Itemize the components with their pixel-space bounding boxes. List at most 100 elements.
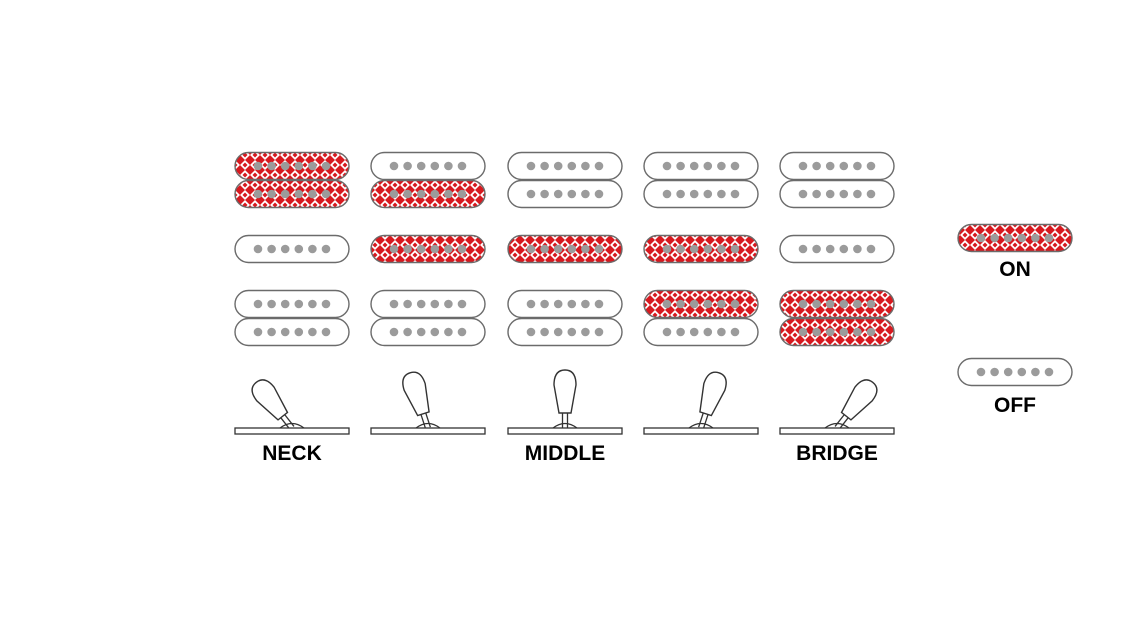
selector-switch (643, 371, 759, 435)
pole-piece (267, 327, 276, 337)
pole-piece (976, 233, 986, 243)
pole-piece (798, 189, 808, 199)
pole-piece (853, 161, 862, 171)
pole-piece (703, 299, 713, 309)
pole-piece (389, 244, 399, 254)
neck-coil-top (370, 151, 486, 181)
pole-piece (526, 189, 536, 199)
pole-piece (594, 327, 604, 337)
pole-piece (416, 299, 426, 309)
pole-piece (839, 161, 849, 171)
pole-piece (416, 189, 426, 199)
switch-tip (553, 369, 577, 414)
pole-piece (812, 161, 821, 171)
bridge-humbucker (234, 289, 350, 347)
pole-piece (676, 189, 685, 199)
pole-piece (253, 161, 263, 171)
pole-piece (444, 244, 453, 254)
pole-piece (457, 244, 467, 254)
pole-piece (1003, 233, 1013, 243)
middle-single-coil (643, 234, 759, 264)
pole-piece (662, 244, 672, 254)
pole-piece (267, 299, 276, 309)
pole-piece (267, 189, 276, 199)
pole-piece (416, 327, 426, 337)
pole-piece (730, 299, 740, 309)
pole-piece (798, 299, 808, 309)
pole-piece (294, 161, 304, 171)
pole-piece (703, 244, 713, 254)
pole-piece (812, 327, 821, 337)
pole-piece (444, 299, 453, 309)
bridge-coil-bottom (370, 317, 486, 347)
coil-off (643, 179, 759, 209)
pole-piece (689, 327, 699, 337)
switch-lever (402, 371, 431, 429)
pole-piece (567, 244, 577, 254)
pole-piece (594, 244, 604, 254)
switch-tip (840, 379, 878, 421)
pole-piece (526, 299, 536, 309)
pole-piece (866, 244, 876, 254)
selector-switch (507, 369, 623, 435)
pole-piece (253, 299, 263, 309)
pole-piece (689, 189, 699, 199)
pole-piece (430, 299, 440, 309)
pole-piece (321, 161, 331, 171)
pole-piece (389, 189, 399, 199)
coil-off (370, 289, 486, 319)
coil-off (234, 234, 350, 264)
pole-piece (526, 161, 536, 171)
pole-piece (294, 189, 304, 199)
pole-piece (730, 327, 740, 337)
pole-piece (553, 189, 563, 199)
pole-piece (853, 244, 862, 254)
pole-piece (689, 244, 699, 254)
neck-coil-top (643, 151, 759, 181)
neck-humbucker (643, 151, 759, 209)
pole-piece (1003, 367, 1013, 377)
pole-piece (457, 161, 467, 171)
pole-piece (553, 327, 563, 337)
coil-on (779, 317, 895, 347)
coil-off (957, 357, 1073, 387)
pole-piece (717, 189, 726, 199)
bridge-coil-bottom (643, 317, 759, 347)
pole-piece (866, 189, 876, 199)
pole-piece (839, 189, 849, 199)
pole-piece (676, 161, 685, 171)
neck-humbucker (779, 151, 895, 209)
pole-piece (825, 189, 835, 199)
pole-piece (567, 299, 577, 309)
switch-tip (251, 379, 289, 421)
pole-piece (1031, 367, 1040, 377)
pole-piece (403, 161, 412, 171)
coil-on (370, 234, 486, 264)
neck-coil-bottom (507, 179, 623, 209)
legend-on-label: ON (999, 258, 1031, 281)
switch-position: BRIDGE (779, 151, 895, 465)
pole-piece (839, 327, 849, 337)
pole-piece (280, 161, 290, 171)
pole-piece (308, 327, 317, 337)
pole-piece (866, 299, 876, 309)
pole-piece (253, 327, 263, 337)
pole-piece (553, 161, 563, 171)
pole-piece (594, 161, 604, 171)
coil-on (370, 179, 486, 209)
pole-piece (321, 327, 331, 337)
neck-humbucker (370, 151, 486, 209)
bridge-humbucker (370, 289, 486, 347)
pole-piece (540, 189, 549, 199)
coil-on (779, 289, 895, 319)
pole-piece (308, 244, 317, 254)
coil-off (507, 151, 623, 181)
pole-piece (444, 161, 453, 171)
coil-off (370, 151, 486, 181)
pole-piece (553, 299, 563, 309)
pole-piece (812, 189, 821, 199)
switch-plate (643, 427, 759, 435)
pole-piece (280, 244, 290, 254)
pole-piece (444, 189, 453, 199)
